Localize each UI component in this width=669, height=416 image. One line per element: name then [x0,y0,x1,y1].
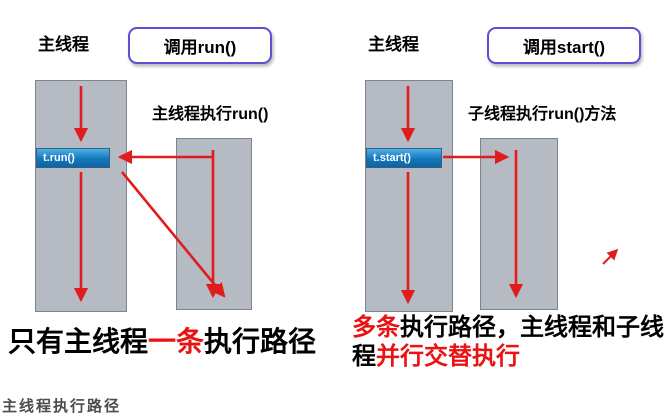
right-main-thread-title: 主线程 [368,35,419,54]
left-caption-post: 执行路径 [204,326,317,357]
left-trun-marker: t.run() [36,148,110,168]
right-tstart-marker: t.start() [366,148,442,168]
left-caption: 只有主线程一条执行路径 [8,320,316,360]
right-caption-mid: 执行路径，主线程和子线程 [352,314,664,370]
right-call-start-box: 调用start() [487,27,641,64]
left-exec-label: 主线程执行run() [152,106,269,123]
right-caption-highlight1: 多条 [352,314,400,341]
left-caption-pre: 只有主线程 [8,326,149,357]
left-main-thread-title: 主线程 [38,35,89,54]
right-child-thread-rect [480,138,558,310]
right-caption: 多条执行路径，主线程和子线程并行交替执行 [352,314,669,372]
slide-canvas: { "left": { "title": "主线程", "call_button… [2,27,669,415]
left-caption-highlight: 一条 [148,326,205,357]
left-call-run-label: 调用run() [163,38,237,57]
right-main-thread-rect [365,80,453,312]
annotation-mark [602,248,619,265]
right-exec-label: 子线程执行run()方法 [468,106,617,123]
right-caption-highlight2: 并行交替执行 [376,342,520,370]
right-call-start-label: 调用start() [522,38,606,57]
left-run-body-rect [176,138,252,310]
left-call-run-box: 调用run() [128,27,272,64]
left-main-thread-rect [35,80,127,312]
